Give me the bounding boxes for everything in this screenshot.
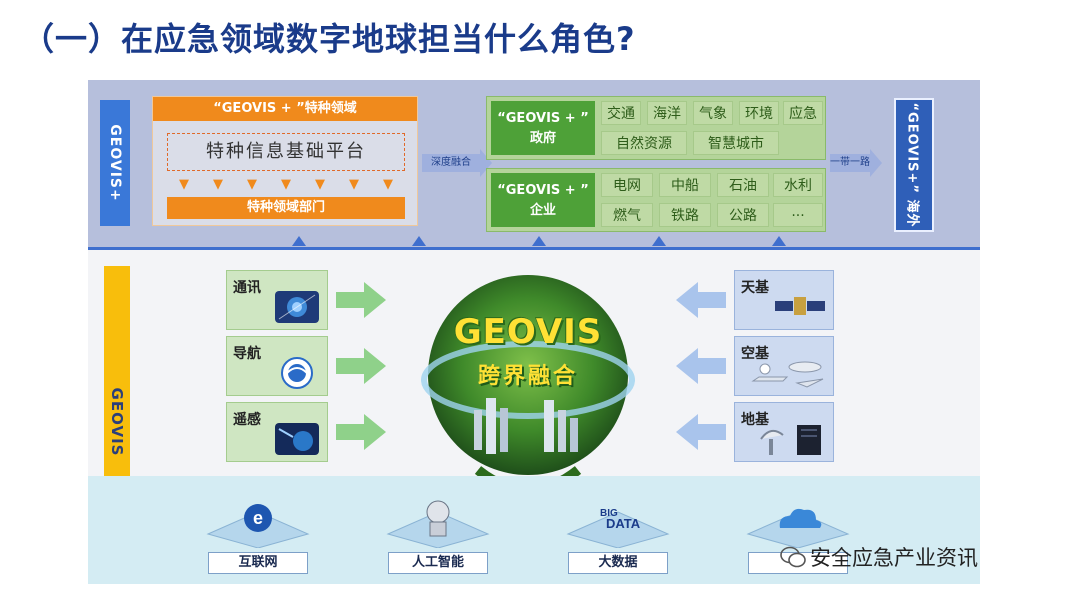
wechat-icon	[780, 546, 806, 568]
gov-cell: 气象	[693, 101, 733, 125]
tech-internet-label: 互联网	[208, 552, 308, 574]
arrow-down-icon: ▼	[349, 177, 359, 192]
left-card-navigation: 导航	[226, 336, 328, 396]
gov-label-line1: “GEOVIS + ”	[497, 111, 589, 126]
right-card-ground: 地基	[734, 402, 834, 462]
enterprise-group: “GEOVIS + ” 企业 电网 中船 石油 水利 燃气 铁路 公路 ···	[486, 168, 826, 232]
arrow-down-icon: ▼	[315, 177, 325, 192]
green-arrow-right-icon	[336, 348, 386, 384]
left-card-label: 导航	[233, 346, 261, 362]
arrow-down-icon: ▼	[383, 177, 393, 192]
geovis-vertical-label: GEOVIS	[108, 387, 126, 457]
right-card-space: 天基	[734, 270, 834, 330]
ent-label-line2: 企业	[529, 203, 556, 218]
geovis-plus-vertical-label: GEOVIS+	[107, 124, 123, 202]
geovis-plus-vertical-bar: GEOVIS+	[100, 100, 130, 226]
navigation-icon	[281, 357, 313, 389]
up-arrow-icon	[652, 236, 666, 246]
overseas-box: “GEOVIS+” 海外	[894, 98, 934, 232]
arrow-down-icon: ▼	[247, 177, 257, 192]
tech-bigdata-label: 大数据	[568, 552, 668, 574]
page-title: （一）在应急领域数字地球担当什么角色?	[22, 20, 636, 58]
geovis-diagram: GEOVIS+ “GEOVIS + ”特种领域 特种信息基础平台 ▼ ▼ ▼ ▼…	[88, 80, 980, 584]
overseas-label: “GEOVIS+” 海外	[905, 102, 924, 227]
ent-cell: 公路	[717, 203, 769, 227]
communication-icon	[275, 291, 319, 323]
gov-label: “GEOVIS + ” 政府	[491, 101, 595, 155]
remote-sensing-icon	[275, 423, 319, 455]
internet-icon: e	[206, 504, 310, 548]
ent-cell: 电网	[601, 173, 653, 197]
gov-cell: 自然资源	[601, 131, 687, 155]
left-card-communication: 通讯	[226, 270, 328, 330]
right-card-label: 地基	[741, 412, 769, 428]
ent-label: “GEOVIS + ” 企业	[491, 173, 595, 227]
gov-label-line2: 政府	[529, 131, 556, 146]
ent-cell: 水利	[773, 173, 823, 197]
gov-cell: 智慧城市	[693, 131, 779, 155]
arrow-down-icon: ▼	[281, 177, 291, 192]
watermark: 安全应急产业资讯	[780, 542, 978, 572]
right-card-label: 空基	[741, 346, 769, 362]
special-domain-header: “GEOVIS + ”特种领域	[153, 97, 417, 121]
deep-fusion-label: 深度融合	[431, 157, 471, 168]
right-card-air: 空基	[734, 336, 834, 396]
up-arrow-icon	[532, 236, 546, 246]
big-data-icon: BIG DATA	[566, 508, 670, 548]
ent-cell: 燃气	[601, 203, 653, 227]
ai-robot-icon	[386, 500, 490, 548]
special-dept-bar: 特种领域部门	[167, 197, 405, 219]
ent-cell: 铁路	[659, 203, 711, 227]
satellite-icon	[775, 297, 825, 315]
ground-station-icon	[760, 425, 821, 455]
gov-cell: 海洋	[647, 101, 687, 125]
big-data-text-data: DATA	[606, 516, 641, 531]
up-arrow-icon	[772, 236, 786, 246]
special-domain-box: “GEOVIS + ”特种领域 特种信息基础平台 ▼ ▼ ▼ ▼ ▼ ▼ ▼ 特…	[152, 96, 418, 226]
globe-crossover-text: 跨界融合	[477, 364, 578, 389]
ent-cell: 中船	[659, 173, 711, 197]
ent-cell: 石油	[717, 173, 769, 197]
up-arrow-icon	[292, 236, 306, 246]
gov-cell: 环境	[739, 101, 779, 125]
green-arrow-right-icon	[336, 414, 386, 450]
left-card-remote-sensing: 遥感	[226, 402, 328, 462]
right-card-label: 天基	[741, 280, 769, 296]
one-belt-label: 一带一路	[830, 157, 870, 168]
left-card-label: 通讯	[233, 280, 261, 296]
arrow-down-icon: ▼	[179, 177, 189, 192]
arrow-down-icon: ▼	[213, 177, 223, 192]
ent-label-line1: “GEOVIS + ”	[497, 183, 589, 198]
tech-ai-label: 人工智能	[388, 552, 488, 574]
tech-internet: e 互联网	[198, 484, 318, 574]
one-belt-arrow: 一带一路	[830, 149, 882, 177]
gov-group: “GEOVIS + ” 政府 交通 海洋 气象 环境 应急 自然资源 智慧城市	[486, 96, 826, 160]
green-arrow-right-icon	[336, 282, 386, 318]
big-data-text-big: BIG	[600, 508, 618, 519]
tech-ai: 人工智能	[378, 484, 498, 574]
blue-arrow-left-icon	[676, 348, 726, 384]
overseas-text: 海外	[904, 199, 920, 228]
ent-cell: ···	[773, 203, 823, 227]
up-arrow-icon	[412, 236, 426, 246]
special-info-platform: 特种信息基础平台	[167, 133, 405, 171]
blue-arrow-left-icon	[676, 414, 726, 450]
application-band: GEOVIS+ “GEOVIS + ”特种领域 特种信息基础平台 ▼ ▼ ▼ ▼…	[88, 80, 980, 250]
tech-bigdata: BIG DATA 大数据	[558, 484, 678, 574]
gov-cell: 应急	[783, 101, 823, 125]
down-arrows: ▼ ▼ ▼ ▼ ▼ ▼ ▼	[167, 177, 405, 193]
deep-fusion-arrow: 深度融合	[422, 149, 492, 177]
blue-arrow-left-icon	[676, 282, 726, 318]
globe-geovis-text: GEOVIS	[453, 312, 603, 352]
svg-text:e: e	[253, 508, 263, 528]
left-card-label: 遥感	[233, 412, 261, 428]
cloud-icon	[746, 508, 850, 548]
aircraft-icon	[751, 361, 824, 388]
gov-cell: 交通	[601, 101, 641, 125]
overseas-brand: “GEOVIS+”	[904, 102, 920, 194]
technology-band: e 互联网 人工智能 BIG DATA 大数据	[88, 476, 980, 584]
geovis-globe: GEOVIS 跨界融合	[418, 260, 638, 510]
watermark-text: 安全应急产业资讯	[810, 546, 978, 570]
